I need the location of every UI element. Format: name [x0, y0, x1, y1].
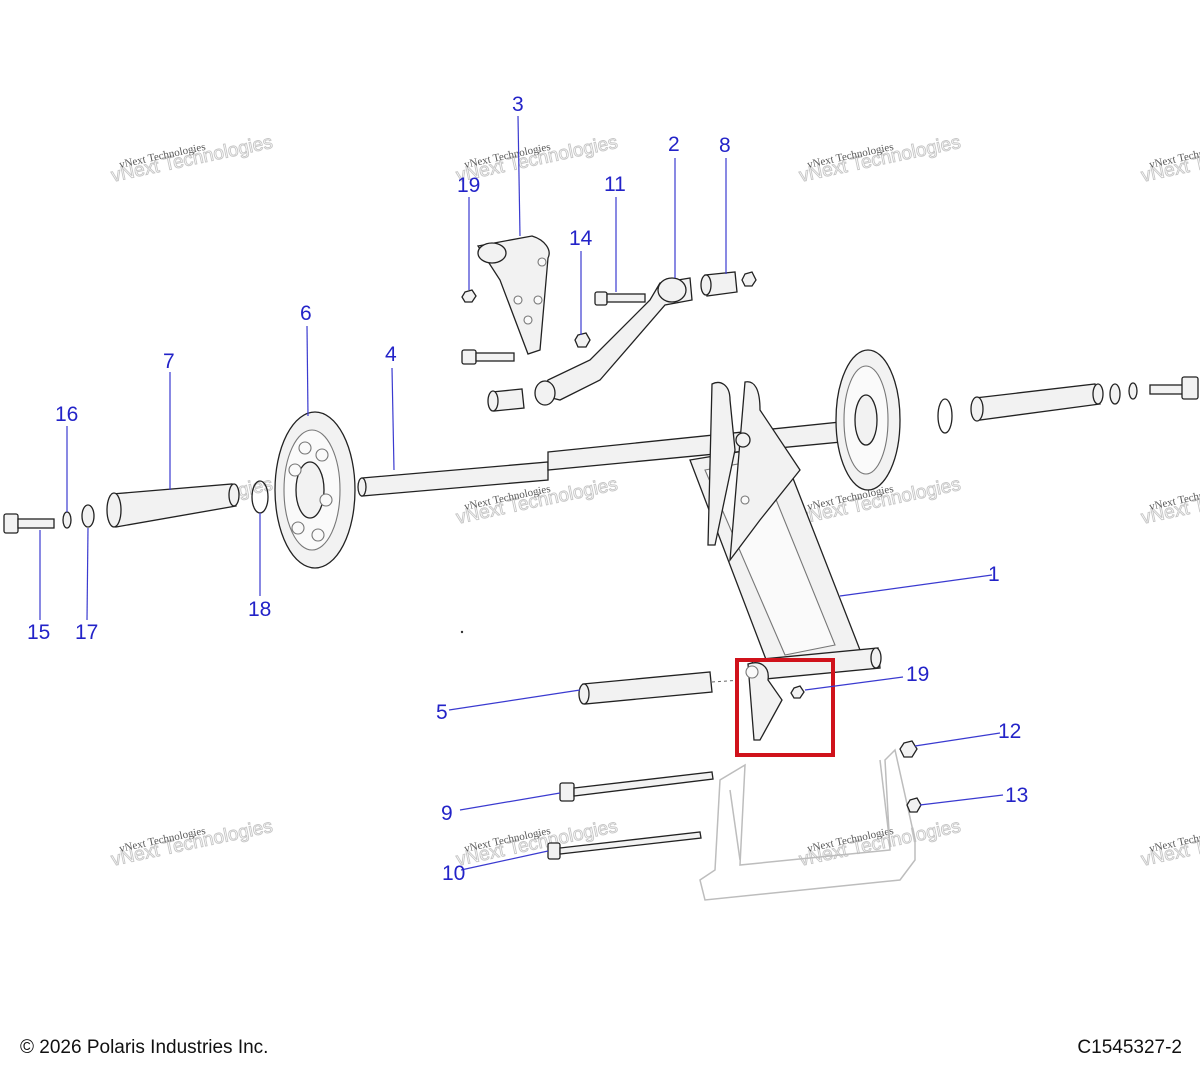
- highlight-box: [735, 658, 835, 757]
- part-bolt-right: [1149, 376, 1199, 400]
- watermark: vNext Technologies vNext Technologies: [797, 816, 963, 872]
- watermark: vNext Technologies vNext Technologies: [109, 816, 275, 872]
- part-nut-13: [906, 797, 922, 813]
- part-nut-14: [574, 332, 591, 348]
- part-sleeve-5: [578, 671, 713, 705]
- callout-7: 7: [163, 350, 175, 373]
- callout-14: 14: [569, 227, 593, 250]
- part-bolt-9: [559, 771, 714, 802]
- callout-18: 18: [248, 598, 271, 621]
- part-bolt-15: [3, 513, 55, 534]
- part-washer-17: [81, 504, 95, 528]
- part-spacer-tube-right: [970, 383, 1104, 422]
- watermark: vNext Technologies vNext Technologies: [1139, 816, 1200, 872]
- part-bushing-lower: [487, 388, 525, 412]
- callout-8: 8: [719, 134, 731, 157]
- leader-lines: [39, 115, 1004, 871]
- part-bushing-8: [700, 271, 738, 297]
- part-axle-4: [357, 419, 863, 497]
- part-washer-16: [62, 511, 72, 529]
- callout-3: 3: [512, 93, 524, 116]
- part-nut-12: [899, 740, 918, 758]
- stray-dot: [460, 630, 464, 634]
- watermark: vNext Technologies vNext Technologies: [1139, 132, 1200, 188]
- callout-16: 16: [55, 403, 78, 426]
- callout-17: 17: [75, 621, 98, 644]
- callout-19-bottom: 19: [906, 663, 929, 686]
- callout-2: 2: [668, 133, 680, 156]
- callouts: 1 2 3 4 5 6 7 8 9 10 11 12 13 14 15 16 1…: [27, 93, 1028, 885]
- part-spacer-tube-7: [106, 483, 240, 528]
- part-washer-right: [1109, 383, 1121, 405]
- watermarks: vNext Technologies vNext Technologies vN…: [109, 132, 1200, 872]
- part-bracket-19: [745, 662, 805, 741]
- part-wheel-6: [274, 411, 356, 569]
- callout-13: 13: [1005, 784, 1028, 807]
- part-nut-19-top: [461, 289, 477, 303]
- callout-19-top: 19: [457, 174, 480, 197]
- callout-15: 15: [27, 621, 50, 644]
- figure-id: C1545327-2: [1077, 1037, 1182, 1058]
- callout-11: 11: [604, 173, 626, 196]
- part-washer-right-2: [1128, 382, 1138, 400]
- part-ring-right: [937, 398, 953, 434]
- callout-6: 6: [300, 302, 312, 325]
- callout-5: 5: [436, 701, 448, 724]
- watermark: vNext Technologies vNext Technologies: [797, 132, 963, 188]
- part-lower-frame: [699, 748, 916, 901]
- part-bolt-arm: [461, 349, 515, 365]
- callout-10: 10: [442, 862, 465, 885]
- callout-12: 12: [998, 720, 1021, 743]
- part-bolt-11: [594, 291, 646, 306]
- callout-9: 9: [441, 802, 453, 825]
- callout-1: 1: [988, 563, 1000, 586]
- callout-4: 4: [385, 343, 397, 366]
- copyright-notice: © 2026 Polaris Industries Inc.: [20, 1037, 269, 1058]
- watermark: vNext Technologies vNext Technologies: [1139, 474, 1200, 530]
- part-bracket-2: [534, 277, 693, 406]
- watermark: vNext Technologies vNext Technologies: [109, 132, 275, 188]
- part-wheel-right: [835, 349, 901, 491]
- part-nut-8: [741, 271, 757, 287]
- part-arm-3: [476, 235, 550, 355]
- watermark: vNext Technologies vNext Technologies: [454, 816, 620, 872]
